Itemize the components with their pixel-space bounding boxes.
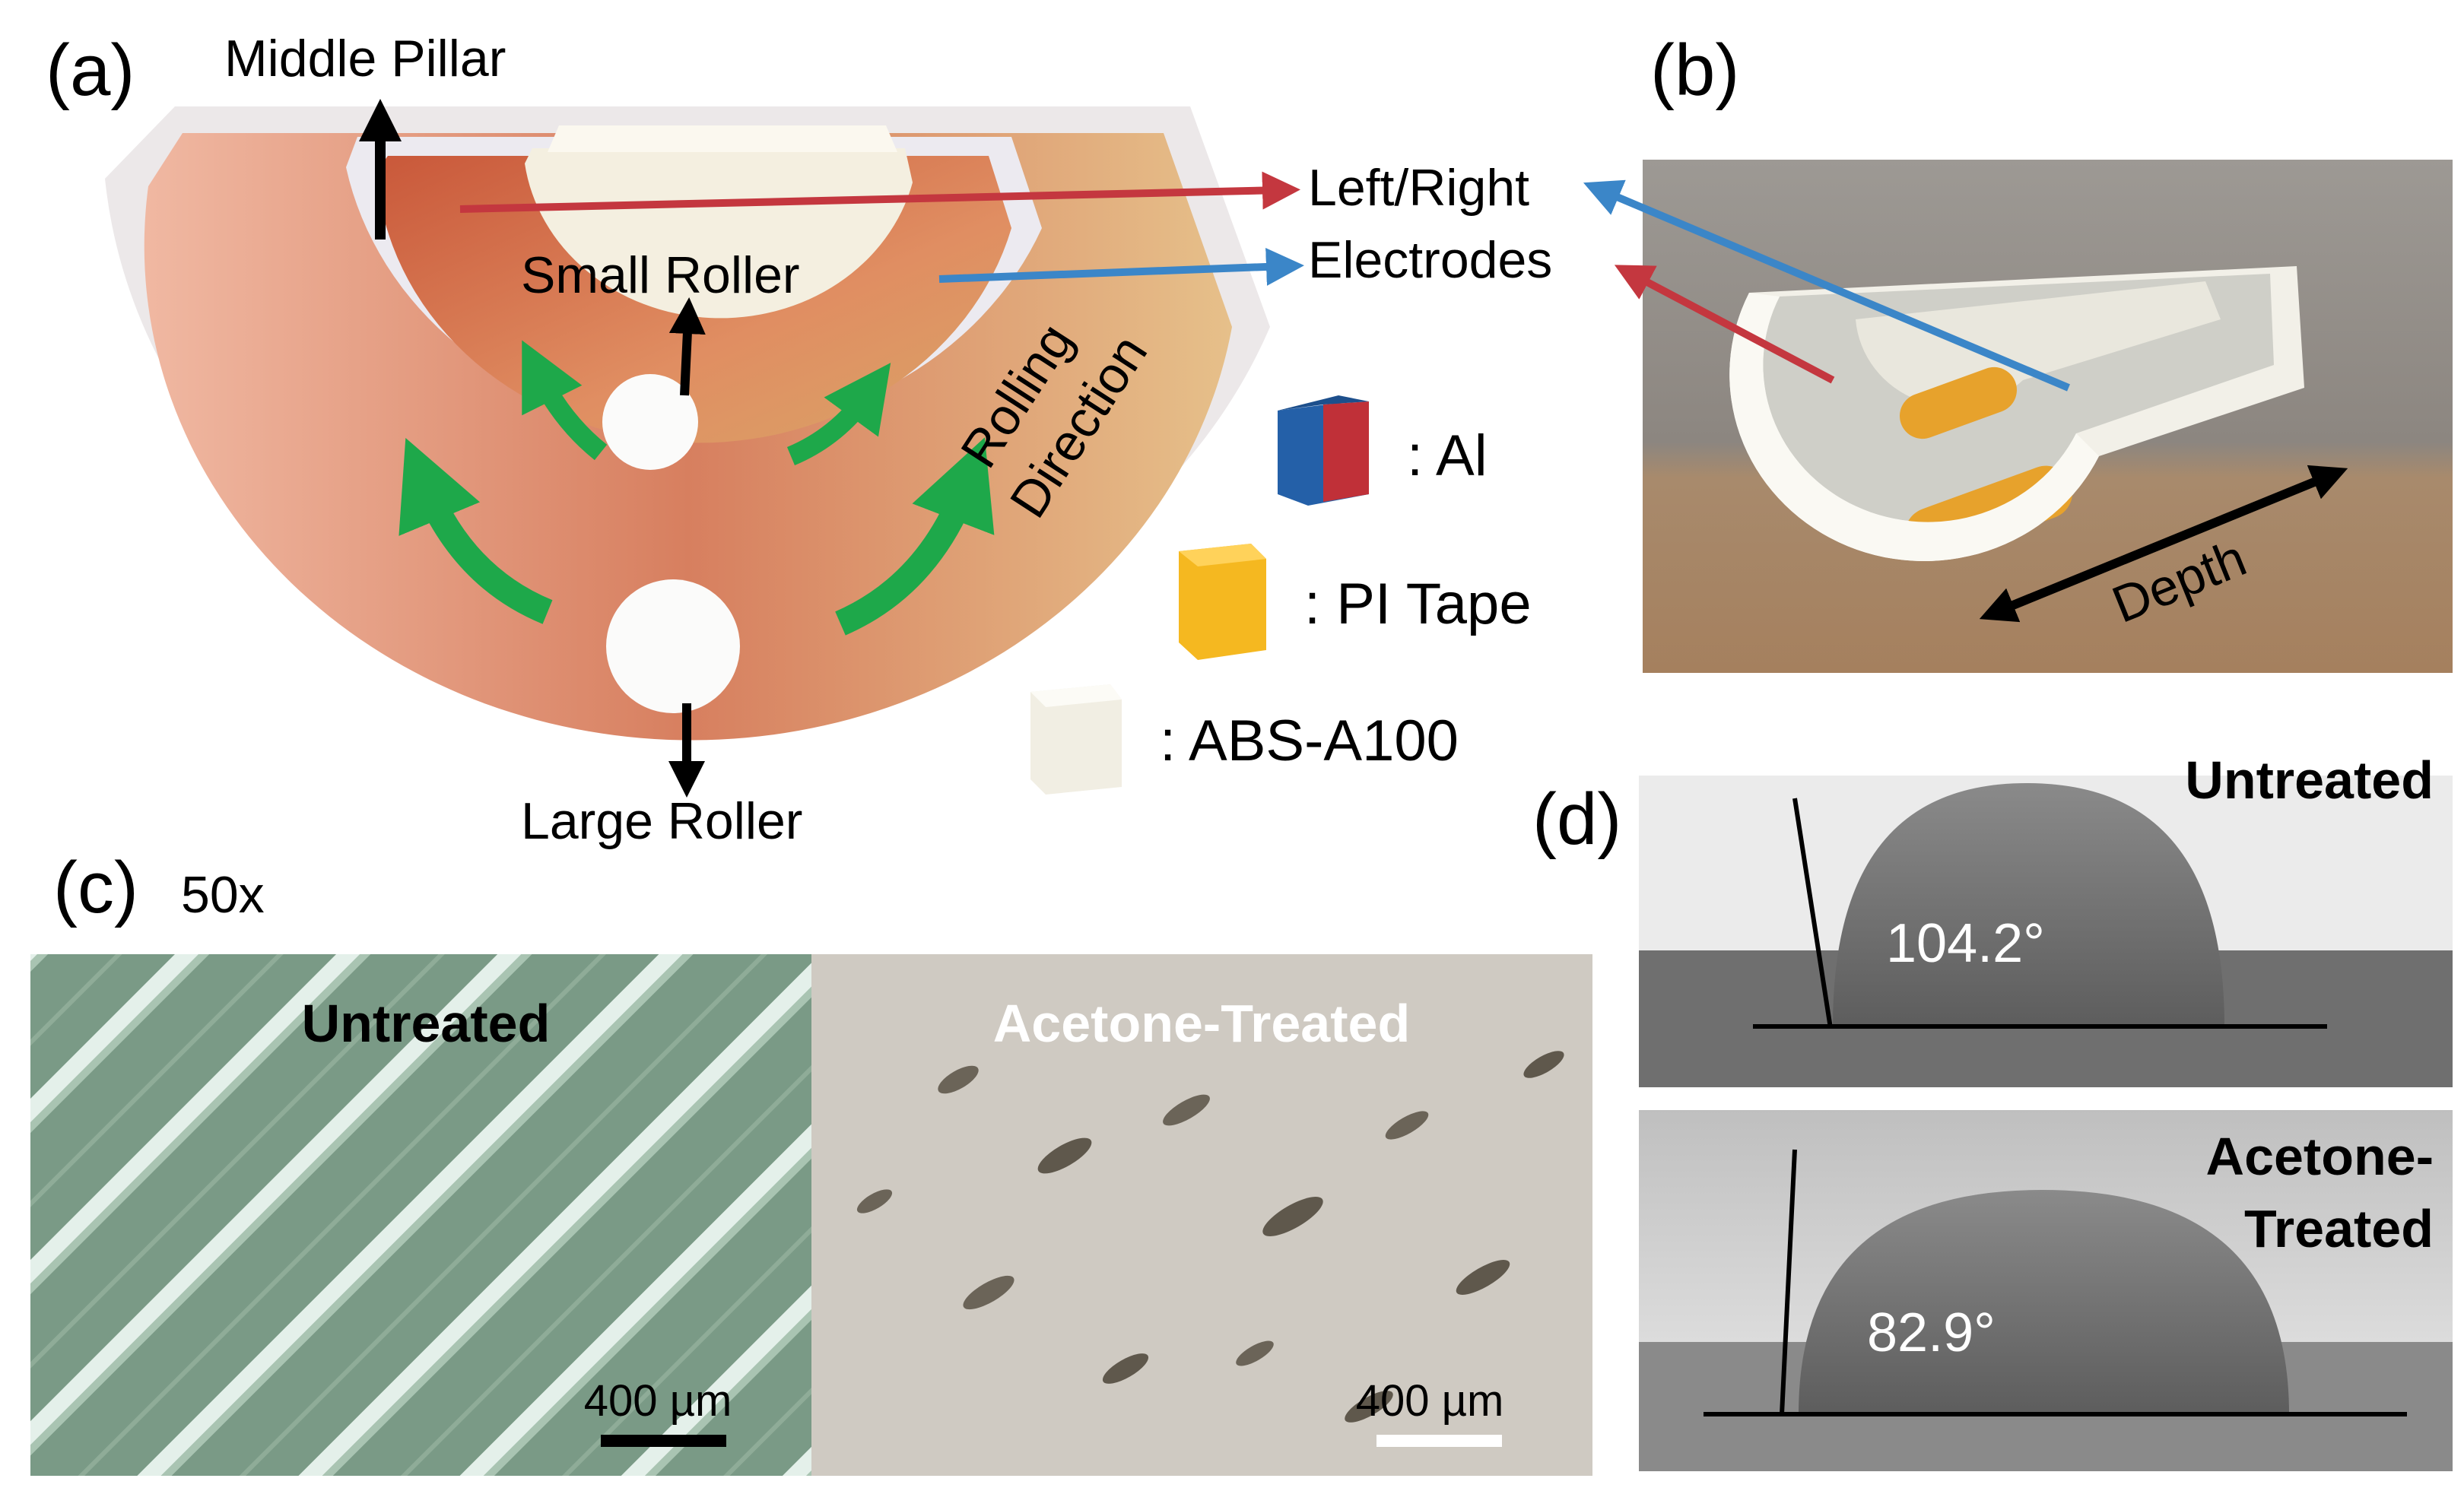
rolling-arrow-outer-right <box>835 437 995 636</box>
legend-item-abs: : ABS-A100 <box>1030 684 1459 795</box>
panel-a: (a) Middle Pillar Small Roller Large Rol… <box>46 30 1552 850</box>
panel-b: (b) Depth <box>1583 30 2453 673</box>
contact-angle-acetone: 82.9° <box>1639 1110 2453 1471</box>
panel-d-label: (d) <box>1532 779 1621 860</box>
electrode-arrow-blue <box>938 247 1304 286</box>
middle-pillar <box>525 148 913 319</box>
rolling-arrow-inner-right <box>786 363 891 465</box>
angle-untreated: 104.2° <box>1886 913 2045 974</box>
device-photo-object <box>1729 266 2304 562</box>
electrodes-label-line1: Left/Right <box>1308 159 1529 217</box>
micrograph-acetone-title: Acetone-Treated <box>993 994 1410 1053</box>
panel-b-label: (b) <box>1650 30 1739 111</box>
legend-item-pi-tape: : PI Tape <box>1179 544 1532 660</box>
small-roller-label: Small Roller <box>521 246 800 304</box>
micrograph-untreated <box>30 954 811 1476</box>
scale-bar-acetone <box>1376 1435 1502 1447</box>
photo-electrode-arrow-blue <box>1583 179 2070 392</box>
magnification-label: 50x <box>181 866 265 924</box>
material-legend: : Al : PI Tape : ABS-A100 <box>1030 395 1532 795</box>
scale-bar-untreated <box>601 1435 726 1447</box>
micrograph-acetone-treated <box>811 954 1592 1476</box>
angle-acetone: 82.9° <box>1867 1302 1996 1363</box>
contact-angle-acetone-title-line1: Acetone- <box>2206 1127 2434 1186</box>
electrode-arrow-red <box>459 171 1300 213</box>
svg-text:: ABS-A100: : ABS-A100 <box>1160 709 1459 773</box>
small-roller-arrow <box>668 297 706 396</box>
panel-a-label: (a) <box>46 30 135 111</box>
middle-pillar-top <box>548 125 897 152</box>
rolling-arrow-outer-left <box>398 437 553 624</box>
legend-item-al: : Al <box>1278 395 1488 506</box>
micrograph-untreated-title: Untreated <box>302 994 551 1053</box>
large-roller <box>606 579 740 713</box>
panel-c-label: (c) <box>53 847 138 928</box>
large-roller-label: Large Roller <box>521 792 802 850</box>
contact-angle-untreated-title: Untreated <box>2185 750 2434 810</box>
svg-text:: PI Tape: : PI Tape <box>1304 572 1532 636</box>
middle-pillar-label: Middle Pillar <box>224 30 506 87</box>
scale-label-untreated: 400 µm <box>584 1376 732 1426</box>
electrodes-label-line2: Electrodes <box>1308 231 1552 289</box>
depth-arrow <box>1979 465 2348 623</box>
contact-angle-acetone-title-line2: Treated <box>2244 1199 2434 1258</box>
scale-label-acetone: 400 µm <box>1356 1376 1504 1426</box>
small-roller <box>602 374 698 470</box>
photo-electrode-arrow-red <box>1614 265 1835 384</box>
rolling-arrow-inner-left <box>522 340 608 461</box>
contact-angle-untreated: 104.2° <box>1639 776 2453 1087</box>
panel-d: (d) 104.2° Untreated 82.9° Acetone- Trea… <box>1532 750 2453 1471</box>
svg-text:: Al: : Al <box>1407 424 1488 488</box>
panel-c: (c) 50x Untreated Acetone-Treated 400 µm… <box>30 847 1592 1476</box>
